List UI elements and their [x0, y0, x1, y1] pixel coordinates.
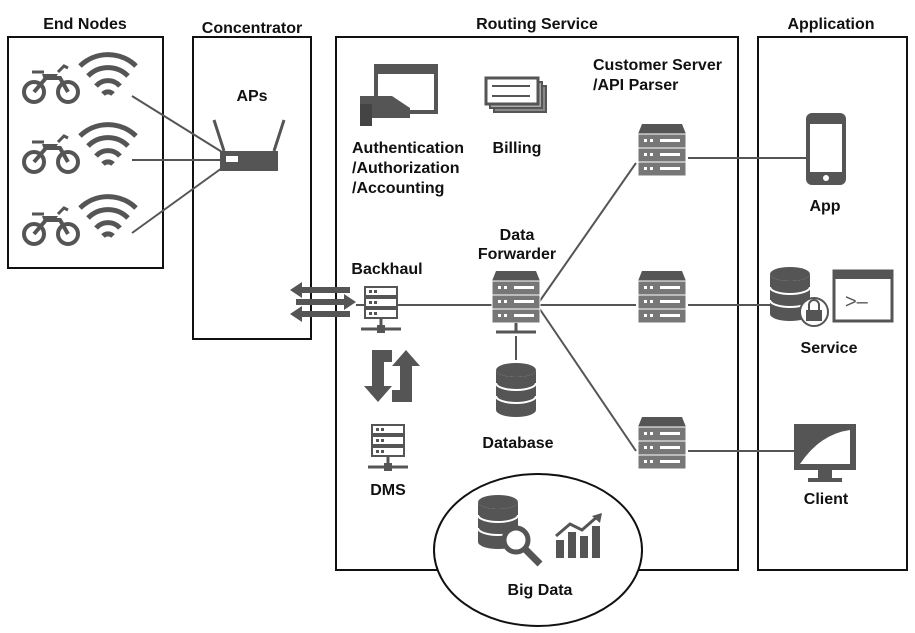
database-label: Database	[482, 435, 553, 452]
customer-server-label-1: Customer Server	[593, 57, 722, 74]
exchange-arrows-icon	[290, 282, 356, 322]
bar-chart-trend-icon	[555, 513, 602, 558]
wifi-icon	[80, 197, 136, 236]
data-forwarder-label-1: Data	[500, 227, 535, 244]
motorcycle-icon	[22, 64, 80, 104]
server-icon	[359, 285, 403, 335]
connections	[131, 95, 808, 452]
link-forwarder-client-server	[536, 304, 637, 452]
wifi-icon	[80, 55, 136, 94]
server-icon	[637, 123, 687, 177]
end-node-1	[22, 55, 136, 104]
cash-stack-icon	[484, 76, 547, 113]
data-forwarder-label-2: Forwarder	[478, 246, 556, 263]
big-data-analytics	[477, 494, 602, 567]
server-icon	[491, 270, 541, 324]
client-label: Client	[804, 491, 849, 508]
end-nodes-box	[7, 36, 164, 269]
big-data-ellipse	[433, 473, 643, 627]
big-data-label: Big Data	[508, 582, 573, 599]
database-icon	[495, 362, 537, 418]
application-box	[757, 36, 908, 571]
end-node-2	[22, 125, 136, 174]
auth-label-2: /Authorization	[352, 160, 460, 177]
end-nodes-heading: End Nodes	[43, 16, 127, 33]
backhaul-label: Backhaul	[351, 261, 422, 278]
router-icon	[212, 119, 286, 171]
billing-label: Billing	[493, 140, 542, 157]
smartphone-icon	[806, 113, 846, 185]
monitor-icon	[794, 424, 856, 482]
auth-label-1: Authentication	[352, 140, 464, 157]
auth-label-3: /Accounting	[352, 180, 444, 197]
routing-service-heading: Routing Service	[476, 16, 598, 33]
terminal-prompt: >–	[845, 291, 869, 313]
server-icon	[637, 416, 687, 470]
aps-label: APs	[236, 88, 267, 105]
dms-label: DMS	[370, 482, 406, 499]
app-label: App	[809, 198, 840, 215]
end-node-3	[22, 197, 136, 246]
motorcycle-icon	[22, 206, 80, 246]
service-label: Service	[801, 340, 858, 357]
wifi-icon	[80, 125, 136, 164]
terminal-icon: >–	[832, 269, 894, 323]
link-node1-ap	[131, 95, 223, 153]
link-node3-ap	[131, 167, 223, 234]
search-icon	[501, 525, 543, 567]
server-icon	[637, 270, 687, 324]
sync-arrows-icon	[364, 350, 420, 402]
server-icon	[366, 423, 410, 473]
customer-server-label-2: /API Parser	[593, 77, 678, 94]
concentrator-box	[192, 36, 312, 340]
motorcycle-icon	[22, 134, 80, 174]
concentrator-heading: Concentrator	[202, 20, 302, 37]
application-heading: Application	[787, 16, 874, 33]
hand-screen-icon	[360, 64, 438, 126]
service-icons: >–	[769, 266, 894, 327]
link-forwarder-customer-server	[536, 162, 637, 306]
lock-icon	[799, 297, 829, 327]
